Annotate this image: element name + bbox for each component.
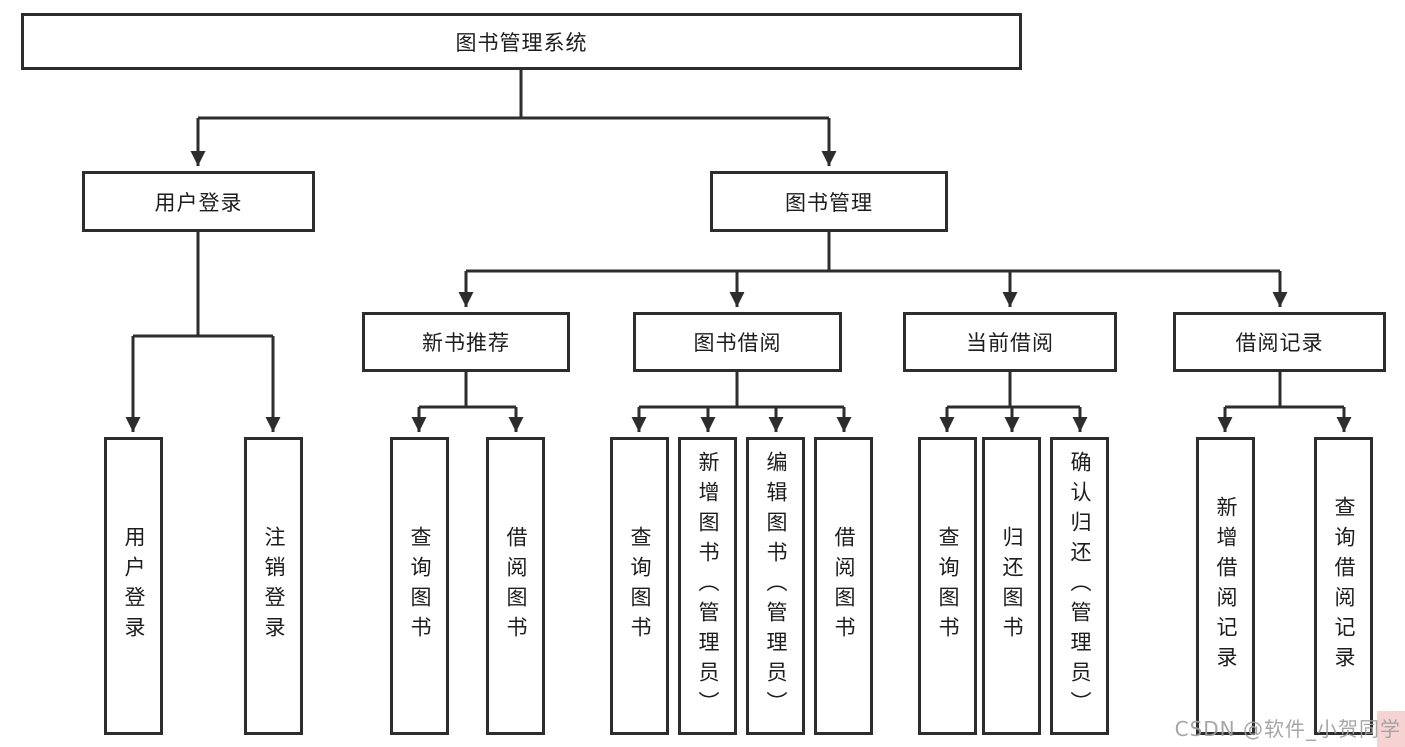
node-label: 新书推荐 — [422, 331, 510, 355]
node-label: 新增借阅记录 — [1214, 496, 1239, 676]
leaf-query-borrow-record: 查询借阅记录 — [1314, 437, 1373, 735]
leaf-query-book-borrow: 查询图书 — [610, 437, 669, 735]
node-library-management-system: 图书管理系统 — [21, 13, 1022, 70]
node-current-borrow: 当前借阅 — [903, 312, 1117, 372]
leaf-user-login: 用户登录 — [104, 437, 163, 735]
node-label: 借阅图书 — [504, 526, 529, 646]
watermark-highlight — [1377, 711, 1405, 747]
node-borrow-record: 借阅记录 — [1173, 312, 1386, 372]
node-label: 编辑图书（管理员） — [764, 451, 789, 721]
node-label: 图书借阅 — [693, 331, 782, 355]
node-label: 新增图书（管理员） — [696, 451, 721, 721]
node-label: 图书管理 — [785, 190, 873, 215]
leaf-confirm-return-admin: 确认归还（管理员） — [1050, 437, 1109, 735]
leaf-query-book-current: 查询图书 — [918, 437, 977, 735]
node-label: 借阅图书 — [832, 526, 857, 646]
leaf-logout: 注销登录 — [244, 437, 303, 735]
node-book-borrow: 图书借阅 — [633, 312, 842, 372]
leaf-return-book: 归还图书 — [982, 437, 1041, 735]
node-label: 确认归还（管理员） — [1068, 451, 1093, 721]
leaf-add-book-admin: 新增图书（管理员） — [678, 437, 737, 735]
leaf-borrow-book: 借阅图书 — [814, 437, 873, 735]
node-label: 查询借阅记录 — [1332, 496, 1357, 676]
node-new-book-recommend: 新书推荐 — [362, 312, 570, 372]
node-label: 注销登录 — [262, 526, 287, 646]
watermark: CSDN @软件_小贺同学 — [1174, 717, 1401, 741]
node-user-login: 用户登录 — [82, 171, 315, 232]
leaf-query-book-recommend: 查询图书 — [390, 437, 449, 735]
node-label: 图书管理系统 — [455, 30, 588, 55]
node-book-management: 图书管理 — [710, 171, 948, 232]
node-label: 用户登录 — [122, 526, 147, 646]
leaf-add-borrow-record: 新增借阅记录 — [1196, 437, 1255, 735]
node-label: 用户登录 — [154, 190, 243, 215]
node-label: 归还图书 — [1000, 526, 1025, 646]
node-label: 查询图书 — [408, 526, 433, 646]
node-label: 查询图书 — [936, 526, 961, 646]
leaf-borrow-book-recommend: 借阅图书 — [486, 437, 545, 735]
leaf-edit-book-admin: 编辑图书（管理员） — [746, 437, 805, 735]
node-label: 借阅记录 — [1235, 331, 1324, 355]
node-label: 查询图书 — [628, 526, 653, 646]
node-label: 当前借阅 — [966, 331, 1054, 355]
